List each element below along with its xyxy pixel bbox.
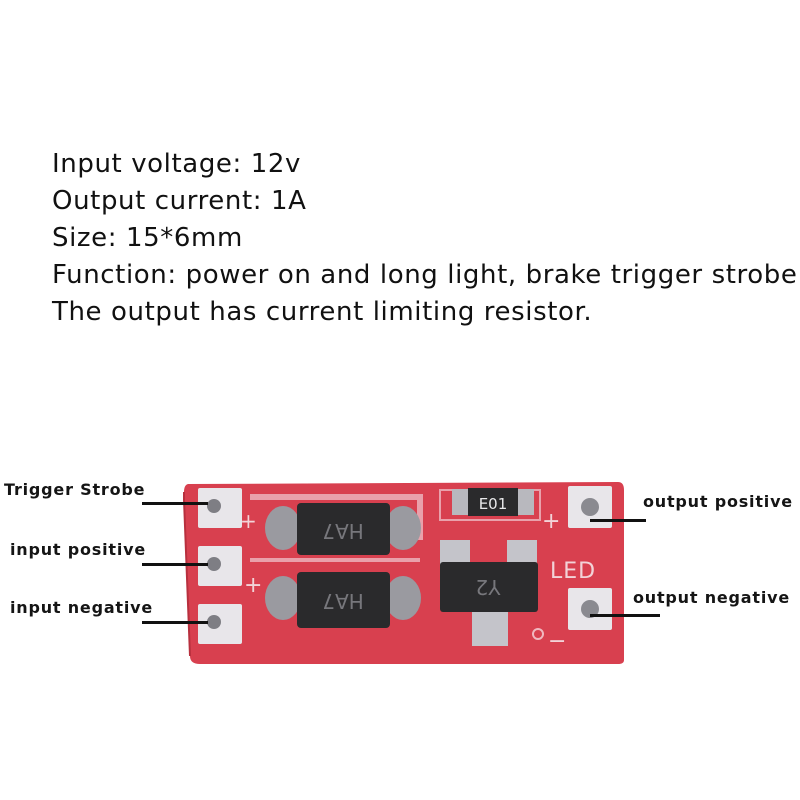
resistor — [468, 488, 518, 516]
label-input-negative: input negative — [10, 598, 154, 617]
leader-input-positive — [142, 563, 208, 566]
via-hole — [532, 628, 544, 640]
label-trigger-strobe: Trigger Strobe — [4, 480, 146, 499]
svg-text:+: + — [542, 509, 560, 534]
label-output-negative: output negative — [633, 588, 790, 607]
spec-note: The output has current limiting resistor… — [52, 297, 593, 327]
label-output-positive: output positive — [643, 492, 793, 511]
spec-input-voltage: Input voltage: 12v — [52, 149, 302, 179]
leader-trigger-strobe — [142, 502, 208, 505]
diode-2 — [297, 572, 390, 628]
leader-input-negative — [142, 621, 208, 624]
transistor-marking: Y2 — [476, 575, 502, 599]
spec-size: Size: 15*6mm — [52, 223, 243, 253]
svg-text:+: + — [244, 573, 262, 598]
resistor-marking: E01 — [479, 495, 508, 513]
spec-function: Function: power on and long light, brake… — [52, 260, 798, 290]
leader-output-positive — [590, 519, 646, 522]
diode-1-marking: HA7 — [322, 519, 363, 543]
transistor — [440, 562, 538, 612]
diode-2-marking: HA7 — [322, 589, 363, 613]
diode-1 — [297, 503, 390, 555]
leader-output-negative — [590, 614, 660, 617]
svg-text:−: − — [548, 629, 566, 654]
silkscreen-led-label: LED — [550, 559, 596, 584]
label-input-positive: input positive — [10, 540, 147, 559]
spec-list: Input voltage: 12v Output current: 1A Si… — [52, 146, 798, 331]
svg-text:+: + — [240, 509, 257, 533]
spec-output-current: Output current: 1A — [52, 186, 307, 216]
